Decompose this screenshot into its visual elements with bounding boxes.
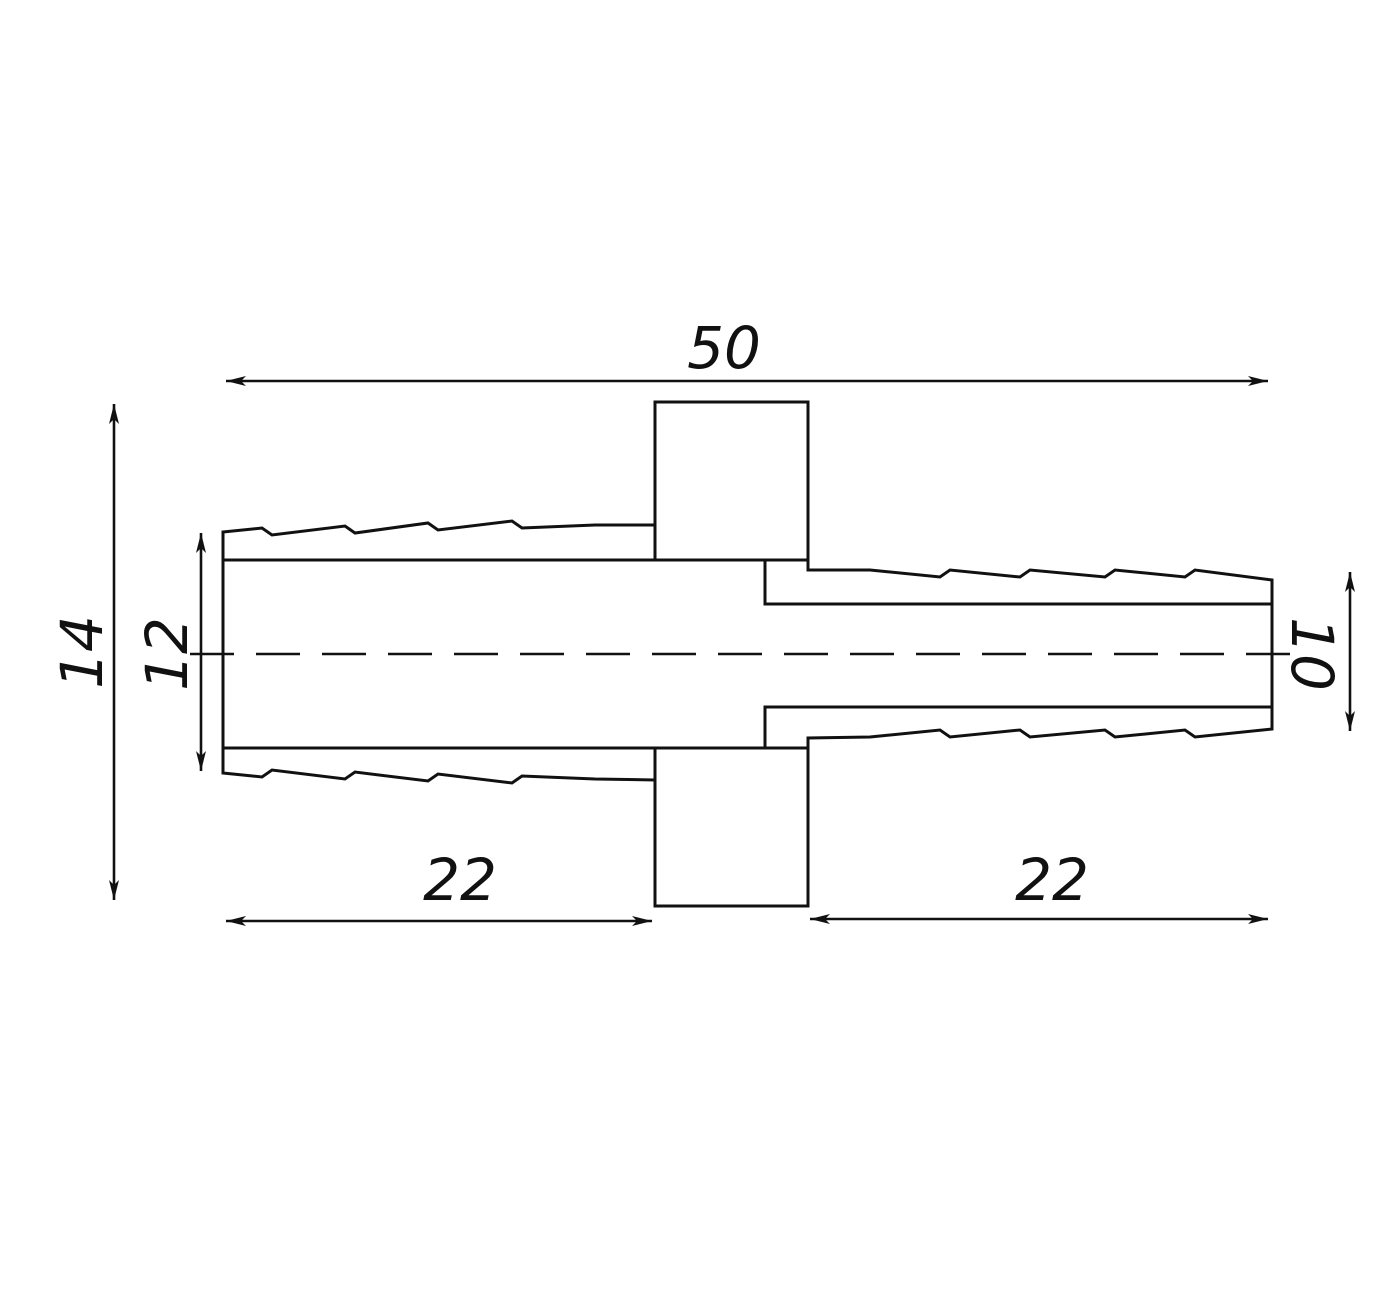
outer-diameter-label: 14 [48, 615, 116, 689]
left-length-label: 22 [423, 846, 497, 914]
right-length-label: 22 [1015, 846, 1089, 914]
right-barb-upper-wall [763, 558, 1274, 606]
left-barb-upper-wall [221, 519, 657, 562]
right-barb-lower-wall [763, 705, 1274, 750]
left-barb-lower-wall [221, 746, 657, 785]
collar-upper-section [653, 400, 810, 562]
left-diameter-label: 12 [133, 617, 201, 691]
bore-outline [221, 532, 1274, 773]
right-diameter-label: 10 [1278, 617, 1346, 691]
collar-lower-section [653, 746, 810, 908]
overall-length-label: 50 [687, 314, 761, 382]
